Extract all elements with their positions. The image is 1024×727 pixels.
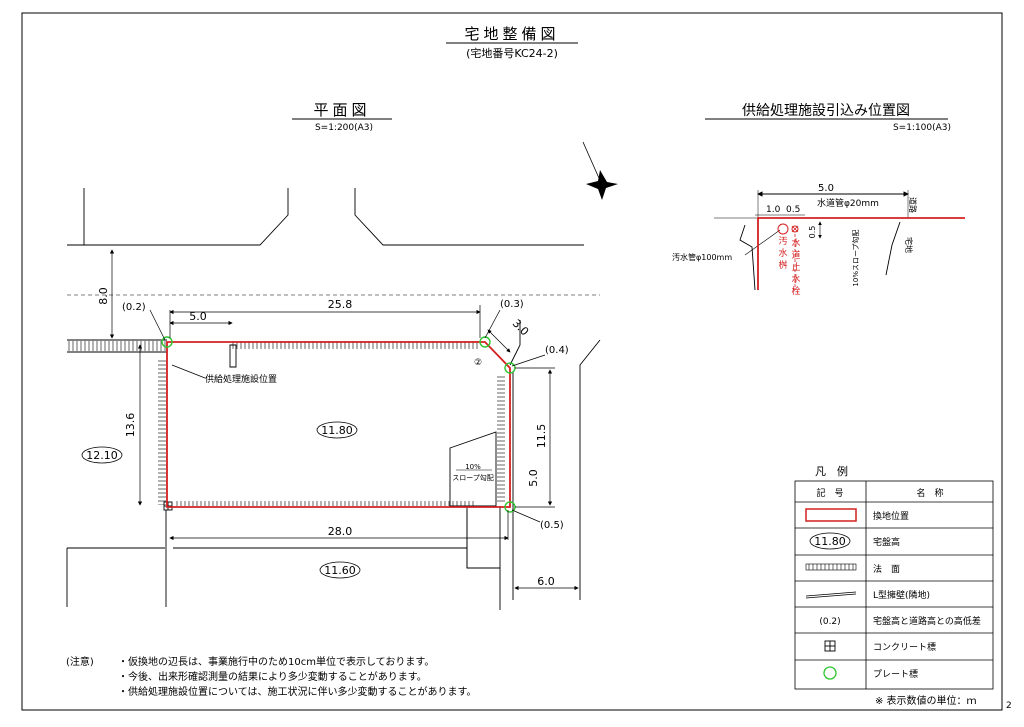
legend-slope-symbol <box>805 563 857 571</box>
plan-view <box>66 188 601 610</box>
supply-dim-05v: 0.5 <box>808 226 817 239</box>
dim-3: 3.0 <box>510 317 532 339</box>
north-arrow-icon <box>582 141 618 200</box>
water-pipe-label: 水道管φ20mm <box>817 197 879 209</box>
legend-plate-icon <box>823 666 837 680</box>
legend-name-plate: プレート標 <box>873 668 918 680</box>
legend-name-height: 宅盤高 <box>873 536 900 548</box>
legend-name-slope: 法 面 <box>873 563 900 575</box>
lot-label: 宅地 <box>904 237 914 253</box>
legend-col-name: 名 称 <box>916 487 943 499</box>
slope-pct: 10% <box>465 463 481 471</box>
diff-tr: (0.3) <box>500 299 524 310</box>
supply-lot-boundary <box>757 217 965 290</box>
sheet-title: 宅地整備図 <box>464 25 559 43</box>
sheet-frame <box>21 12 1003 711</box>
plan-dimensions <box>109 249 579 591</box>
supply-slope-label: 10%スロープ勾配 <box>851 229 860 286</box>
svg-text:桝: 桝 <box>778 259 787 271</box>
slope-label: スロープ勾配 <box>452 473 494 482</box>
note-line-2: ・今後、出来形確認測量の結果により多少変動することがあります。 <box>118 670 427 683</box>
svg-text:水: 水 <box>778 247 787 259</box>
plan-scale: S=1:200(A3) <box>315 123 373 133</box>
svg-text:道: 道 <box>791 249 800 261</box>
note-line-1: ・仮換地の辺長は、事業施行中のため10cm単位で表示しております。 <box>118 655 434 668</box>
height-left: 12.10 <box>86 449 118 462</box>
supply-dim-05: 0.5 <box>786 205 800 215</box>
svg-text:水: 水 <box>791 237 800 249</box>
svg-text:止: 止 <box>791 261 800 273</box>
legend-col-symbol: 記 号 <box>816 487 843 499</box>
legend-unit-note: ※ 表示数値の単位：ｍ <box>875 694 977 707</box>
plan-title: 平面図 <box>313 101 370 119</box>
diff-r: (0.4) <box>545 345 569 356</box>
note-line-3: ・供給処理施設位置については、施工状況に伴い多少変動することがあります。 <box>118 685 477 698</box>
height-south: 11.60 <box>324 564 356 577</box>
legend-name-concrete: コンクリート標 <box>873 641 936 653</box>
legend-name-diff: 宅盤高と道路高との高低差 <box>873 615 981 627</box>
legend-title: 凡 例 <box>815 464 848 478</box>
supply-scale: S=1:100(A3) <box>893 123 951 133</box>
dim-6: 6.0 <box>537 575 555 588</box>
legend-name-lot: 換地位置 <box>873 510 909 522</box>
sheet-subtitle: (宅地番号KC24-2) <box>466 46 558 60</box>
supply-dim-5: 5.0 <box>818 183 834 194</box>
sewer-basin-label: 汚 水 桝 <box>778 235 787 271</box>
legend-names: 換地位置 宅盤高 法 面 L型擁壁(隣地) 宅盤高と道路高との高低差 コンクリー… <box>873 510 981 680</box>
legend-diff-symbol: (0.2) <box>819 617 840 627</box>
dim-11-5: 11.5 <box>535 424 548 449</box>
height-lot: 11.80 <box>321 424 353 437</box>
lot-boundary <box>166 341 511 508</box>
supply-title: 供給処理施設引込み位置図 <box>742 103 910 119</box>
dim-28: 28.0 <box>328 525 353 538</box>
diff-tl: (0.2) <box>122 302 146 313</box>
notes-label: (注意) <box>66 655 94 668</box>
sewer-pipe-label: 汚水管φ100mm <box>672 252 732 262</box>
dim-5-top: 5.0 <box>189 310 207 323</box>
legend-name-wall: L型擁壁(隣地) <box>873 589 930 601</box>
svg-text:汚: 汚 <box>778 235 787 247</box>
plate-marker-tl <box>161 336 173 348</box>
circle-2-label: ② <box>474 358 482 368</box>
water-stop-label: 水 道 止 水 栓 <box>791 237 800 297</box>
supply-position-label: 供給処理施設位置 <box>205 373 277 385</box>
svg-text:栓: 栓 <box>791 285 800 297</box>
diff-br: (0.5) <box>540 520 564 531</box>
svg-text:水: 水 <box>791 273 800 285</box>
legend-lot-symbol <box>805 508 857 522</box>
dim-25-8: 25.8 <box>328 298 353 311</box>
legend-wall-symbol <box>805 591 857 599</box>
supply-dim-1: 1.0 <box>766 205 781 215</box>
legend-height-symbol: 11.80 <box>814 535 846 548</box>
road-label: 道路 <box>908 197 918 213</box>
dim-5-right: 5.0 <box>527 469 540 487</box>
dim-13-6: 13.6 <box>124 413 137 438</box>
dim-8: 8.0 <box>97 287 110 305</box>
legend-concrete-icon <box>824 640 836 652</box>
legend-table <box>794 480 994 690</box>
page-number: 2 <box>1006 701 1012 711</box>
